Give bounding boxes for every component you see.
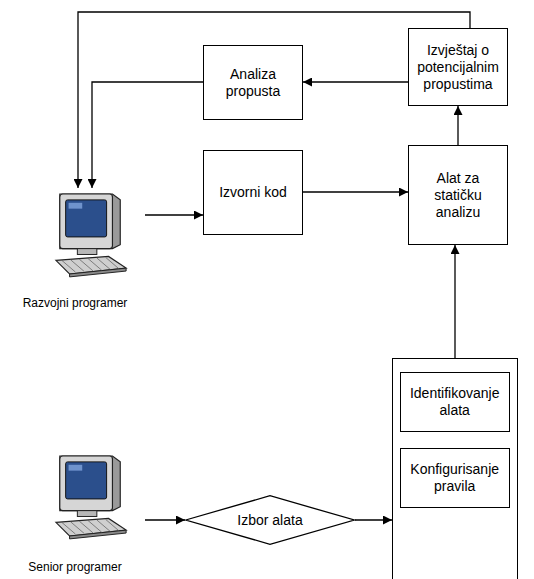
decision-diamond: Izbor alata	[185, 495, 355, 545]
flow-arrow	[454, 245, 455, 358]
group-box: Identifikovanje alataKonfigurisanje prav…	[392, 358, 518, 579]
diamond-shape	[186, 496, 355, 545]
process-box: Izvorni kod	[203, 150, 303, 235]
actor-node: Senior programer	[5, 450, 145, 574]
actor-node: Razvojni programer	[5, 188, 145, 310]
flow-arrow	[145, 519, 185, 520]
actor-label: Senior programer	[28, 560, 121, 574]
node-label: Konfigurisanje pravila	[405, 461, 505, 495]
flow-arrow	[303, 81, 408, 82]
flow-arrow	[145, 214, 203, 215]
tool-box: Alat za statičku analizu	[408, 145, 508, 245]
node-label: Identifikovanje alata	[405, 385, 505, 419]
node-label: Analiza propusta	[208, 66, 298, 100]
node-label: Alat za statičku analizu	[413, 170, 503, 221]
report-box: Izvještaj o potencijalnim propustima	[408, 28, 508, 106]
senior-computer	[56, 456, 126, 539]
flow-arrow	[92, 82, 203, 188]
flow-arrow	[457, 106, 458, 145]
process-box: Konfigurisanje pravila	[400, 448, 510, 508]
node-label: Izvorni kod	[219, 184, 287, 201]
node-label: Izvještaj o potencijalnim propustima	[413, 42, 503, 93]
node-label: Izbor alata	[237, 512, 302, 529]
process-box: Analiza propusta	[203, 45, 303, 120]
flow-arrow	[303, 191, 408, 192]
process-box: Identifikovanje alata	[400, 372, 510, 432]
developer-computer	[56, 194, 126, 277]
flow-arrow	[355, 519, 392, 520]
actor-label: Razvojni programer	[23, 296, 128, 310]
